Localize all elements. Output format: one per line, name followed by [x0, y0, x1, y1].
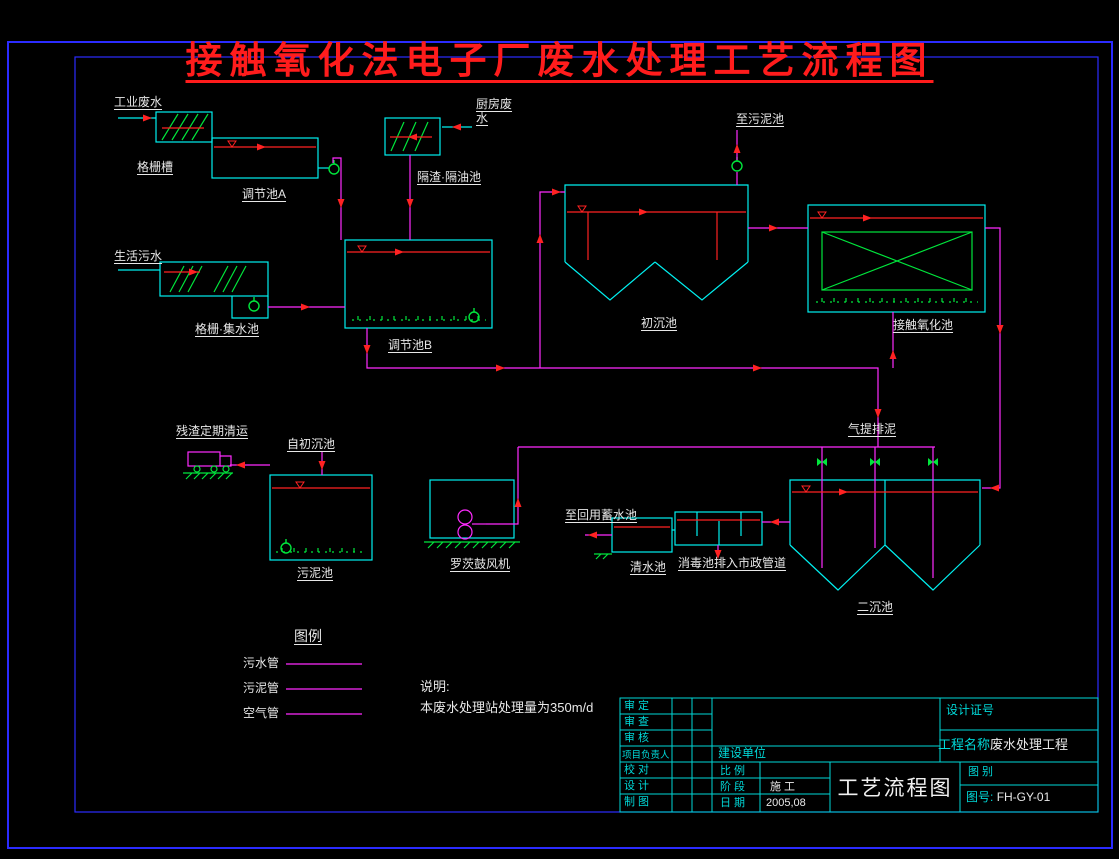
label-tank-b: 调节池B — [388, 338, 433, 352]
page-title: 接触氧化法电子厂废水处理工艺流程图 — [185, 40, 934, 81]
grid-channel-box — [155, 111, 213, 143]
tb-stage-label: 阶 段 — [720, 781, 746, 793]
sludge-tank-diffusers — [281, 548, 355, 552]
contact-diffusers — [821, 298, 967, 302]
tank-b-box — [344, 239, 493, 329]
label-airlift-sludge: 气提排泥 — [848, 422, 897, 436]
tb-project-label: 工程名称 — [938, 737, 991, 752]
pipes — [230, 130, 1001, 715]
oil-separator-box — [384, 117, 441, 156]
tb-row-shending: 审 定 — [624, 700, 650, 712]
pipe-airlift-drops — [821, 447, 934, 578]
tb-number-value: FH-GY-01 — [996, 790, 1051, 804]
tb-category-label: 图 别 — [968, 766, 994, 778]
tank-b-pump-icon — [468, 307, 480, 323]
tank-structures — [118, 111, 986, 591]
title-block-grid — [619, 697, 1099, 813]
label-domestic-ww: 生活污水 — [114, 249, 163, 263]
contact-tank-box — [807, 204, 986, 313]
label-primary-tank: 初沉池 — [641, 316, 678, 330]
contact-media-frame — [821, 231, 973, 291]
sump-pump-icon — [248, 296, 260, 312]
contact-media-cross — [821, 231, 973, 291]
tb-drawing-title: 工艺流程图 — [837, 777, 953, 800]
label-residue-removal: 残渣定期清运 — [176, 424, 249, 438]
blower-rotor-1 — [457, 509, 473, 525]
tank-b-diffusers — [357, 316, 479, 320]
note-title: 说明: — [420, 679, 450, 694]
truck-icon — [187, 451, 232, 473]
pipe-header-upper — [366, 328, 879, 447]
secondary-tank-shape — [789, 479, 981, 591]
tb-drawing-number: 图号: FH-GY-01 — [966, 791, 1050, 804]
tb-scale-label: 比 例 — [720, 765, 746, 777]
disinfect-baffles — [696, 512, 742, 545]
tb-project-name: 工程名称废水处理工程 — [938, 738, 1068, 751]
tb-row-shenhe: 审 核 — [624, 732, 650, 744]
tb-row-shencha: 审 查 — [624, 716, 650, 728]
tb-row-jiaodui: 校 对 — [624, 764, 650, 776]
legend-item-sludge: 污泥管 — [243, 681, 280, 695]
tb-cert-label: 设计证号 — [946, 703, 995, 717]
tb-stage-value: 施 工 — [770, 781, 796, 793]
label-clear-tank: 清水池 — [630, 560, 667, 574]
label-oil-separator: 隔渣·隔油池 — [417, 170, 481, 184]
clear-tank-ground-hatch — [594, 553, 612, 560]
sump-box — [231, 296, 269, 319]
green-equipment — [161, 113, 978, 560]
blower-shed-box — [429, 479, 515, 539]
tb-date-label: 日 期 — [720, 797, 746, 809]
label-to-reuse: 至回用蓄水池 — [565, 508, 638, 522]
label-grid-sump: 格栅·集水池 — [195, 322, 259, 336]
airlift-valves — [817, 458, 938, 466]
label-kitchen-ww: 厨房废水 — [476, 97, 513, 125]
label-secondary-tank: 二沉池 — [857, 600, 894, 614]
tb-row-project-lead: 项目负责人 — [622, 750, 670, 761]
clear-tank-box — [611, 517, 673, 553]
tb-number-label: 图号: — [966, 790, 994, 804]
legend-item-air: 空气管 — [243, 706, 280, 720]
tank-a-box — [211, 137, 319, 179]
truck-ground-hatch — [183, 472, 233, 480]
sludge-tank-box — [269, 474, 373, 561]
domestic-grid-bars — [169, 265, 247, 293]
tb-date-value: 2005,08 — [766, 797, 806, 809]
pump-symbols — [248, 156, 743, 554]
border-frames — [7, 41, 1113, 849]
tb-construction-unit: 建设单位 — [718, 746, 767, 760]
note-body: 本废水处理站处理量为350m/d — [420, 700, 594, 715]
grid-channel-bars — [161, 113, 209, 141]
legend-item-sewage: 污水管 — [243, 656, 280, 670]
tb-project-value: 废水处理工程 — [990, 737, 1069, 752]
label-to-sludge-tank: 至污泥池 — [736, 112, 785, 126]
tb-row-zhitu: 制 图 — [624, 796, 650, 808]
primary-tank-shape — [564, 184, 749, 301]
domestic-grid-box — [159, 261, 269, 297]
pipe-blower-riser — [486, 447, 519, 525]
label-roots-blower: 罗茨鼓风机 — [450, 557, 511, 571]
label-contact-tank: 接触氧化池 — [893, 318, 954, 332]
label-from-primary: 自初沉池 — [287, 437, 336, 451]
blower-ground-hatch — [424, 541, 520, 549]
label-industrial-ww: 工业废水 — [114, 95, 163, 109]
label-sludge-tank: 污泥池 — [297, 566, 334, 580]
tb-row-sheji: 设 计 — [624, 780, 650, 792]
label-grid-channel: 格栅槽 — [137, 160, 174, 174]
blower-rotor-2 — [457, 524, 473, 540]
pipe-to-primary — [539, 191, 565, 368]
sludge-pump-icon — [280, 538, 292, 554]
tank-a-pump-icon — [328, 159, 340, 175]
label-disinfect-tank: 消毒池排入市政管道 — [678, 556, 787, 570]
label-tank-a: 调节池A — [242, 187, 287, 201]
legend-title: 图例 — [294, 628, 322, 644]
